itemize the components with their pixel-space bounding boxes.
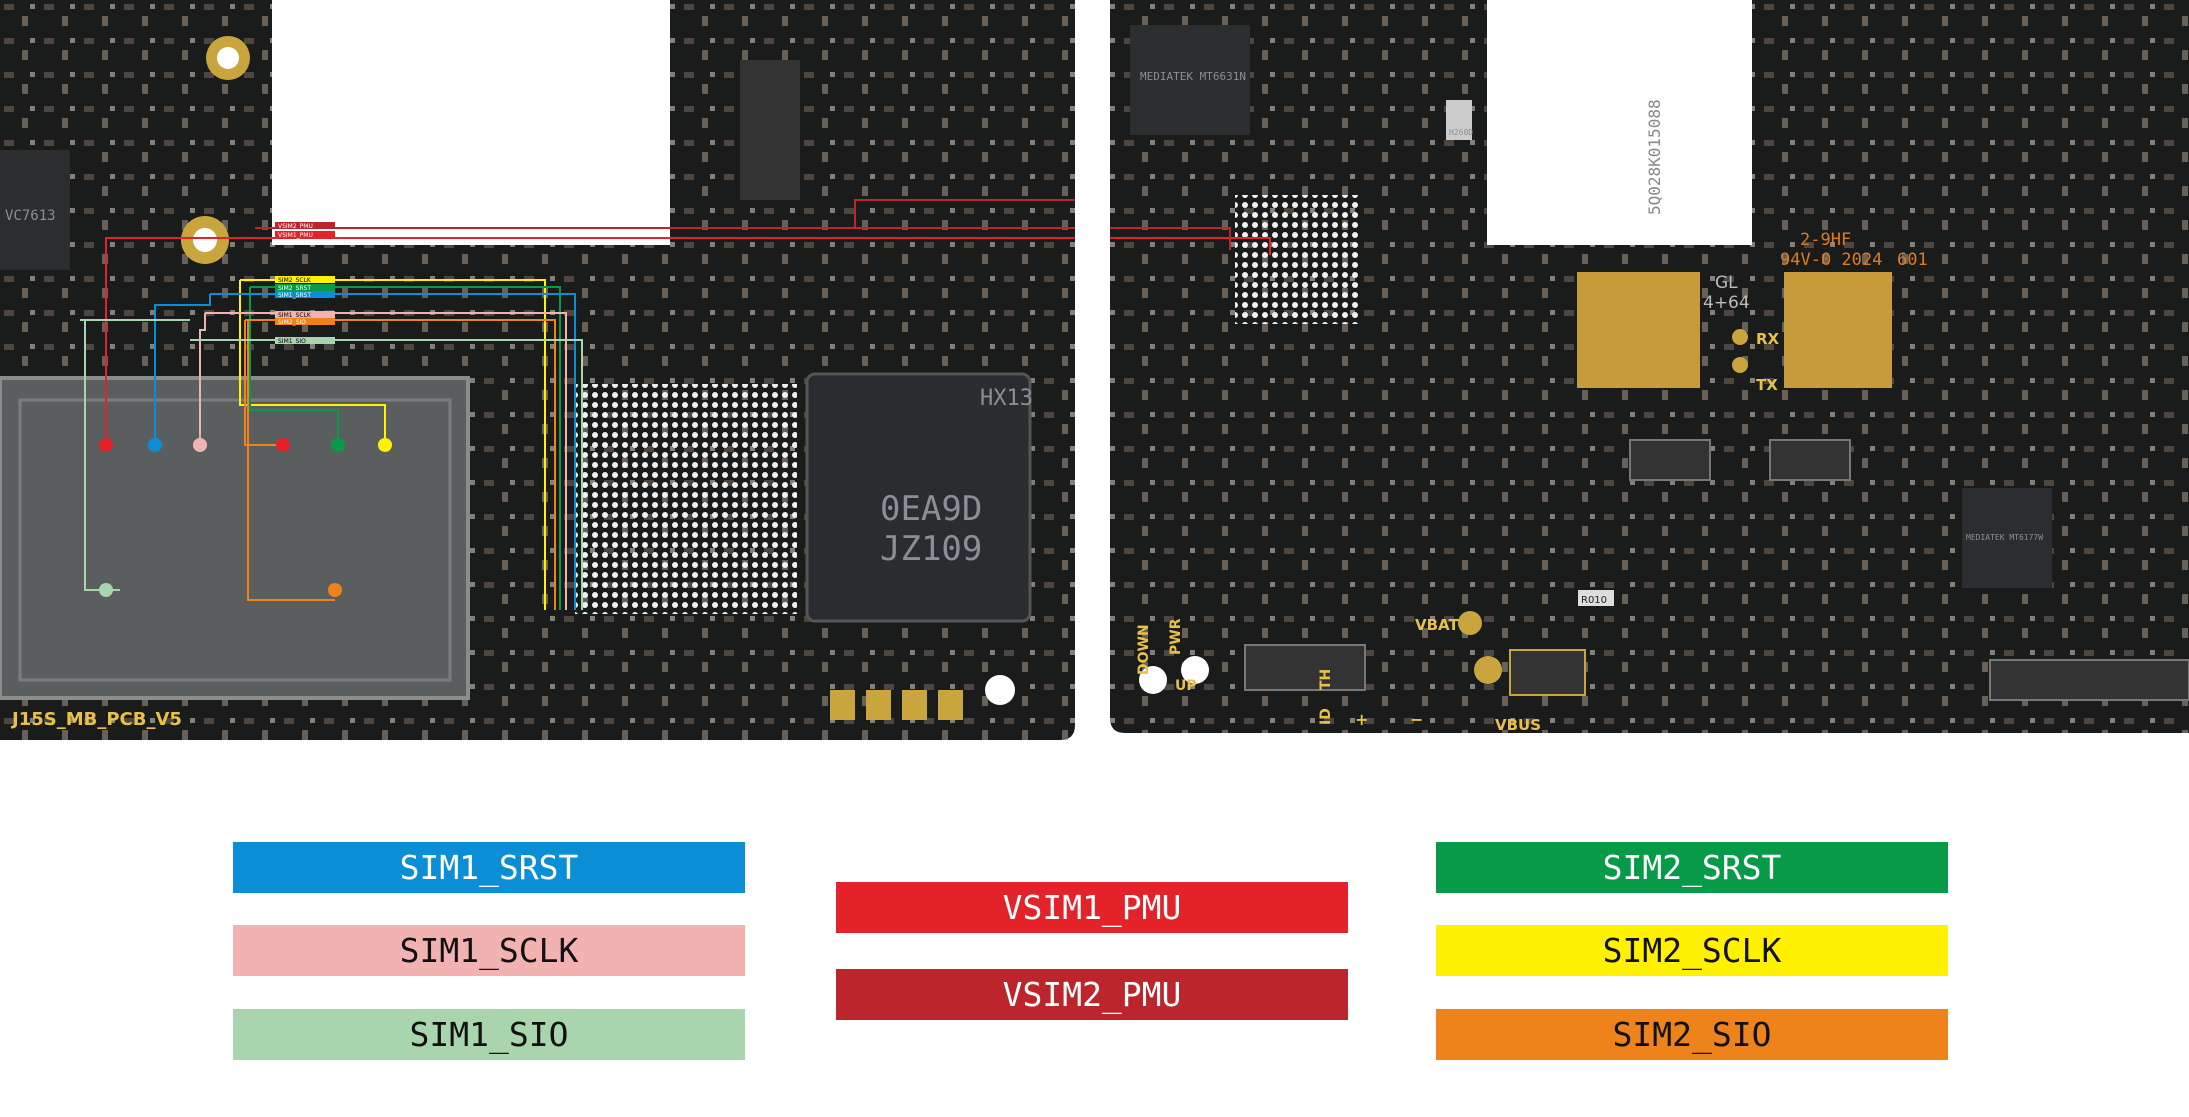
- chip-marking: HX13: [980, 386, 1033, 411]
- connector: [1629, 439, 1711, 481]
- rx-label: RX: [1756, 330, 1780, 348]
- tag-vsim1: VSIM1_PMU: [278, 232, 313, 239]
- pwr-label: PWR: [1168, 618, 1184, 655]
- sim-contact-pads: [99, 438, 392, 597]
- legend-item-vsim2-pmu: VSIM2_PMU: [836, 969, 1348, 1020]
- crystal-marking: H260D: [1449, 128, 1473, 137]
- pcb-name-label: J15S_MB_PCB_V5: [10, 709, 182, 730]
- legend-label: SIM1_SCLK: [399, 931, 579, 970]
- board-code: 601: [1897, 250, 1928, 270]
- ic-marking: VC7613: [5, 208, 56, 224]
- memory-size-label: 4+64: [1703, 293, 1750, 313]
- ic-marking: MEDIATEK MT6631N: [1140, 70, 1246, 83]
- memory-chip: [805, 372, 1032, 623]
- legend-label: SIM1_SRST: [399, 848, 579, 887]
- pmic-bga: [1235, 195, 1361, 324]
- resistor-label: R010: [1581, 595, 1607, 606]
- legend-label: VSIM1_PMU: [1002, 888, 1182, 927]
- connector: [1769, 439, 1851, 481]
- legend-item-sim1-srst: SIM1_SRST: [233, 842, 745, 893]
- tag-sim2-sio: SIM2_SIO: [278, 319, 306, 326]
- ic-marking: MEDIATEK MT6177W: [1966, 533, 2043, 542]
- legend-item-sim1-sclk: SIM1_SCLK: [233, 925, 745, 976]
- legend-item-sim2-srst: SIM2_SRST: [1436, 842, 1948, 893]
- tx-label: TX: [1756, 376, 1778, 394]
- memory-label: GL: [1715, 273, 1738, 293]
- legend-label: SIM2_SRST: [1602, 848, 1782, 887]
- tag-sim2-srst: SIM2_SRST: [278, 285, 311, 292]
- legend-item-sim1-sio: SIM1_SIO: [233, 1009, 745, 1060]
- trace-vsim2: [255, 199, 1231, 250]
- trace-tags: VSIM2_PMU VSIM1_PMU SIM2_SCLK SIM2_SRST …: [275, 222, 335, 345]
- plus-label: +: [1355, 710, 1368, 729]
- board-rating: 94V-0 2024: [1780, 250, 1882, 270]
- tag-vsim2: VSIM2_PMU: [278, 223, 313, 230]
- trace-vsim1: [105, 237, 1271, 450]
- trace-sim2-sio: [244, 319, 556, 610]
- left-board: HX13 0EA9D JZ109 VC7613 J15S_MB_PCB_V5: [0, 0, 1075, 740]
- id-label: ID: [1318, 708, 1334, 725]
- vbus-label: VBUS: [1495, 716, 1541, 734]
- chip-marking: 0EA9D: [880, 489, 982, 529]
- serial-number: 5Q028K015088: [1645, 99, 1664, 215]
- sim-tray: [0, 376, 470, 700]
- vbat-label: VBAT: [1415, 616, 1459, 634]
- pcb-diagram: HX13 0EA9D JZ109 VC7613 J15S_MB_PCB_V5 M…: [0, 0, 2189, 740]
- up-label: UP: [1175, 678, 1197, 694]
- connector: [1989, 659, 2189, 701]
- sim-traces: VSIM2_PMU VSIM1_PMU SIM2_SCLK SIM2_SRST …: [80, 199, 1271, 610]
- minus-label: −: [1410, 710, 1423, 729]
- legend-label: SIM2_SCLK: [1602, 931, 1782, 970]
- legend-item-sim2-sio: SIM2_SIO: [1436, 1009, 1948, 1060]
- right-board: MEDIATEK MT6631N H260D RX TX GL 4+64 2-9…: [1110, 0, 2189, 734]
- legend-label: SIM1_SIO: [409, 1015, 569, 1054]
- down-label: DOWN: [1136, 624, 1152, 675]
- tag-sim1-sio: SIM1_SIO: [278, 338, 306, 345]
- connector: [1509, 649, 1586, 696]
- board-variant: 2-9HF: [1800, 230, 1851, 250]
- tag-sim2-sclk: SIM2_SCLK: [278, 277, 312, 284]
- trace-sim2-srst: [249, 286, 561, 610]
- th-label: TH: [1318, 669, 1334, 690]
- tag-sim1-sclk: SIM1_SCLK: [278, 312, 312, 319]
- legend-item-vsim1-pmu: VSIM1_PMU: [836, 882, 1348, 933]
- chip-marking: JZ109: [880, 529, 982, 569]
- trace-sim2-sclk: [239, 279, 546, 610]
- legend-label: SIM2_SIO: [1612, 1015, 1772, 1054]
- legend-item-sim2-sclk: SIM2_SCLK: [1436, 925, 1948, 976]
- connector: [1244, 644, 1366, 691]
- bga-area: [575, 384, 797, 614]
- legend-label: VSIM2_PMU: [1002, 975, 1182, 1014]
- tag-sim1-srst: SIM1_SRST: [278, 292, 311, 299]
